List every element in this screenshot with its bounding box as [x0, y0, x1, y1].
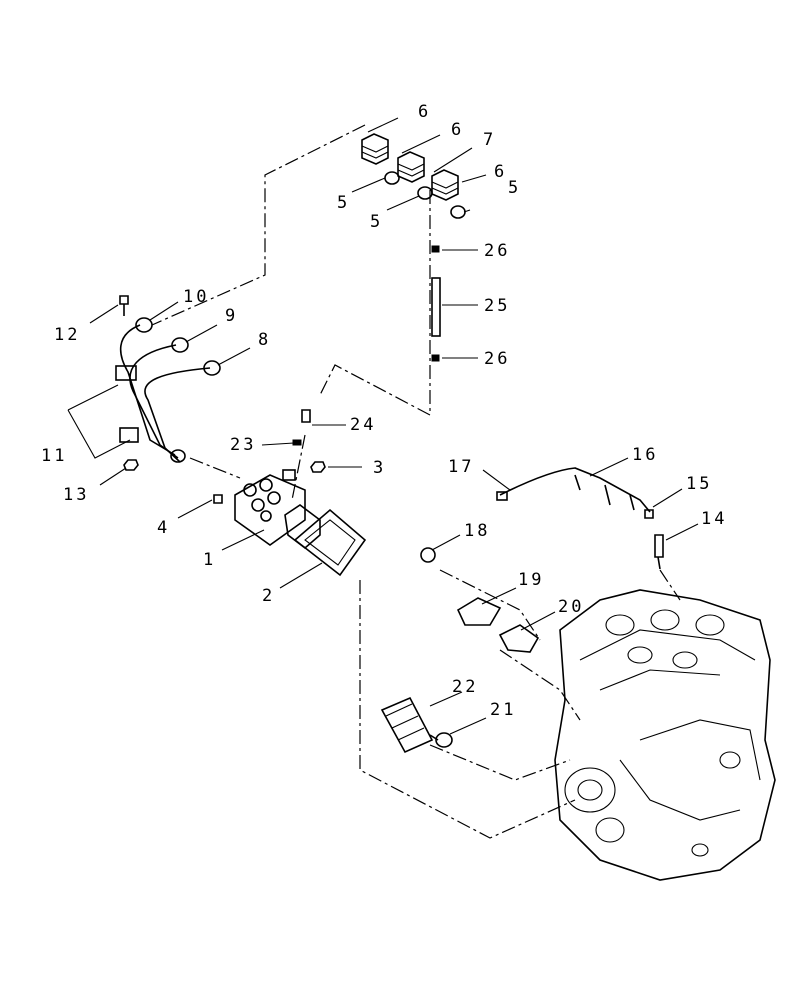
callout-11: 11	[41, 446, 67, 466]
pipe-nut-8	[203, 360, 221, 376]
nut-13	[123, 459, 139, 471]
callout-3: 3	[373, 458, 386, 478]
callout-5-left: 5	[337, 193, 350, 213]
pipe-clamp-upper	[115, 365, 137, 381]
callout-14: 14	[701, 509, 727, 529]
pipe-nut-lower	[170, 449, 186, 463]
leader-lines	[89, 117, 699, 735]
callout-5-mid: 5	[370, 212, 383, 232]
fitting-24	[301, 409, 311, 423]
engine-block	[554, 589, 776, 881]
bolt-4	[213, 494, 223, 504]
callout-21: 21	[490, 700, 516, 720]
nozzle-holder-6c	[431, 169, 459, 201]
nozzle-holder-group	[361, 133, 466, 219]
seal-21	[435, 732, 453, 748]
bracket-11-outline	[67, 384, 131, 459]
assembly-guide-lines	[151, 124, 681, 839]
gasket-20	[498, 624, 540, 653]
callout-19: 19	[518, 570, 544, 590]
callout-4: 4	[157, 518, 170, 538]
washer-5a	[384, 171, 400, 185]
cap-18	[420, 547, 436, 563]
washer-5b	[417, 186, 433, 200]
washer-5c	[450, 205, 466, 219]
nut-15	[644, 509, 654, 519]
callout-9: 9	[225, 306, 238, 326]
nozzle-holder-6b	[397, 151, 425, 183]
callout-15: 15	[686, 474, 712, 494]
callout-8: 8	[258, 330, 271, 350]
callout-16: 16	[632, 445, 658, 465]
callout-5-right: 5	[508, 178, 521, 198]
pipe-clamp-lower	[119, 427, 139, 443]
callout-26-bottom: 26	[484, 349, 510, 369]
callout-12: 12	[54, 325, 80, 345]
callout-2: 2	[262, 586, 275, 606]
nozzle-holder-6a	[361, 133, 389, 165]
return-pipe-assembly	[431, 245, 441, 362]
pump-gasket	[293, 508, 367, 577]
callout-6-second: 6	[451, 120, 464, 140]
washer-23	[292, 439, 302, 446]
callout-6-top: 6	[418, 102, 431, 122]
injection-pipes	[67, 295, 221, 471]
cover-plate-19	[456, 597, 502, 626]
callout-1: 1	[203, 550, 216, 570]
return-pipe	[431, 277, 441, 337]
callout-10: 10	[183, 287, 209, 307]
pipe-nut-9	[171, 337, 189, 353]
callout-7: 7	[483, 130, 496, 150]
bolt-12	[119, 295, 129, 316]
callout-25: 25	[484, 296, 510, 316]
callout-labels: 1 2 3 4 5 5 5 6 6 6 7 8 9 10 11 12 13 14…	[41, 102, 727, 720]
callout-6-third: 6	[494, 162, 507, 182]
callout-26-top: 26	[484, 241, 510, 261]
callout-22: 22	[452, 677, 478, 697]
oil-filter-22	[380, 696, 439, 754]
callout-17: 17	[448, 457, 474, 477]
bolt-3	[310, 461, 326, 473]
glow-plug-14	[654, 534, 664, 570]
glow-plug-harness	[496, 467, 651, 513]
pipe-nut-10	[135, 317, 153, 333]
callout-18: 18	[464, 521, 490, 541]
callout-20: 20	[558, 597, 584, 617]
callout-23: 23	[230, 435, 256, 455]
clip-26-top	[431, 245, 440, 253]
callout-24: 24	[350, 415, 376, 435]
injection-pump	[234, 469, 321, 550]
clip-26-bottom	[431, 354, 440, 362]
callout-13: 13	[63, 485, 89, 505]
